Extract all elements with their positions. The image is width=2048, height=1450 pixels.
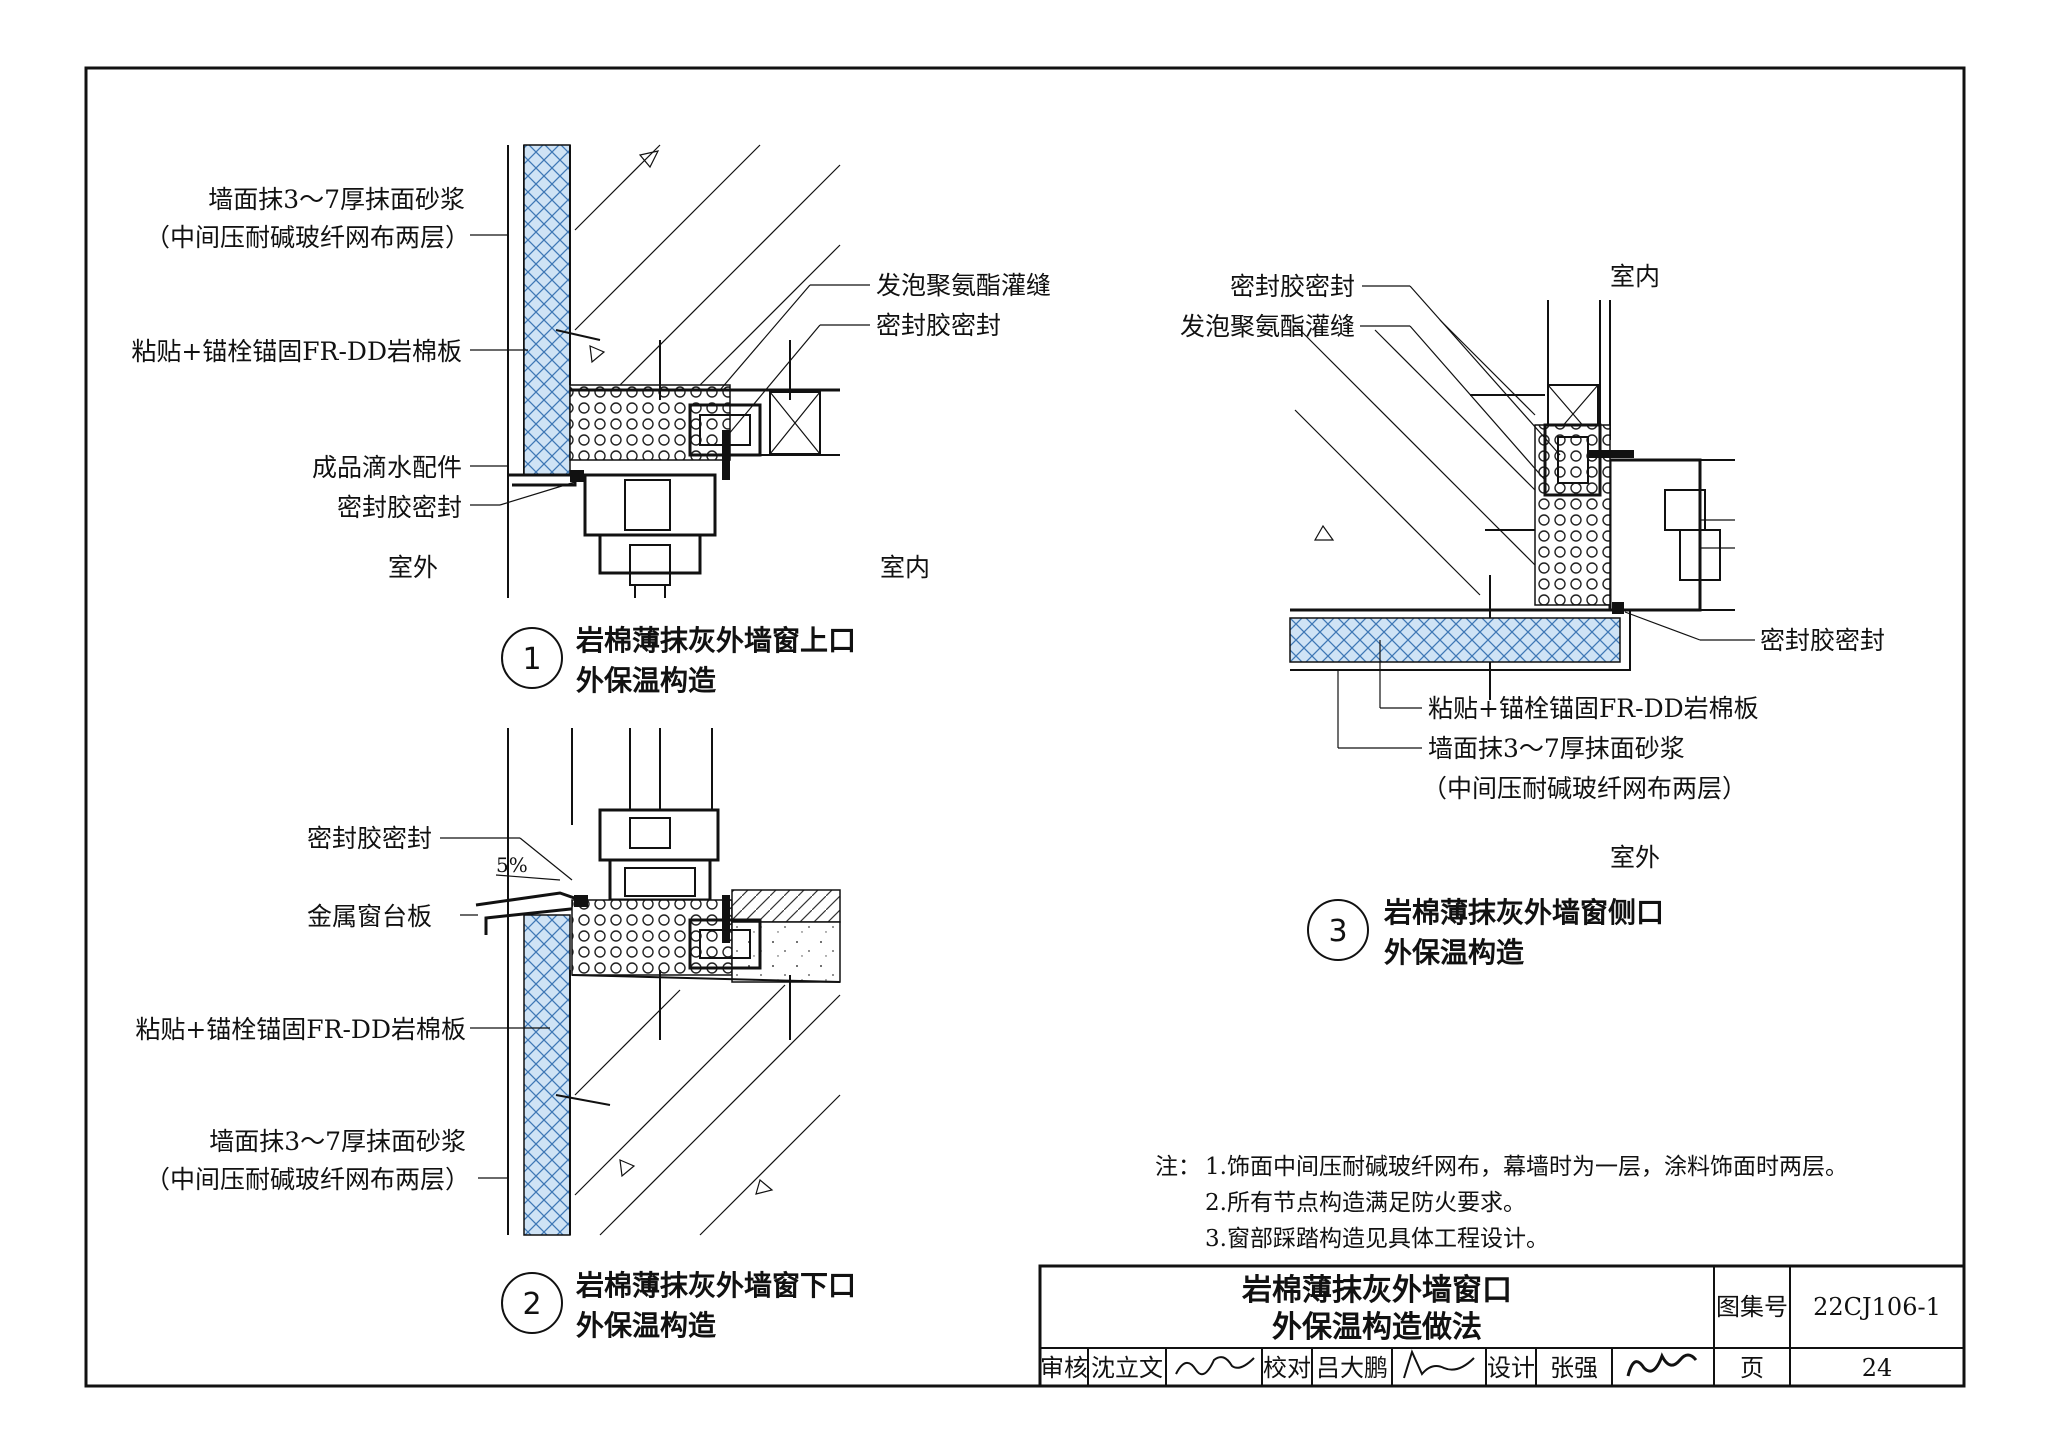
detail1-foam-label: 发泡聚氨酯灌缝	[876, 271, 1051, 300]
detail3-inside-label: 室内	[1610, 262, 1660, 291]
detail1-inside-label: 室内	[880, 553, 930, 582]
detail-3-drawing	[1289, 300, 1735, 700]
detail2-number: 2	[522, 1287, 541, 1322]
sheet-border	[84, 66, 1966, 1388]
detail2-caption-b: 外保温构造	[576, 1309, 716, 1342]
detail3-number: 3	[1328, 914, 1347, 949]
detail-1-leaders	[470, 234, 870, 506]
note-item-3: 3.窗部踩踏构造见具体工程设计。	[1205, 1226, 1549, 1252]
detail1-sealant-right-label: 密封胶密封	[876, 311, 1001, 340]
detail-1-drawing	[507, 144, 841, 598]
detail3-render-label-b: （中间压耐碱玻纤网布两层）	[1422, 774, 1747, 803]
atlas-label: 图集号	[1716, 1293, 1788, 1321]
detail3-sealant-right-label: 密封胶密封	[1760, 626, 1885, 655]
check-label: 校对	[1263, 1354, 1311, 1382]
detail1-outside-label: 室外	[388, 553, 438, 582]
detail2-render-label-a: 墙面抹3～7厚抹面砂浆	[209, 1127, 466, 1156]
detail-2-leaders	[440, 837, 573, 1179]
detail2-render-label-b: （中间压耐碱玻纤网布两层）	[145, 1165, 470, 1194]
detail1-number-circle	[501, 627, 563, 689]
review-label: 审核	[1040, 1354, 1088, 1382]
detail-3-leaders	[1337, 285, 1755, 749]
foam-fill-2	[571, 899, 733, 976]
detail1-caption-a: 岩棉薄抹灰外墙窗上口	[575, 624, 856, 657]
detail2-slope-label: 5%	[496, 853, 528, 877]
insulation-board-1	[523, 144, 571, 476]
detail3-caption-b: 外保温构造	[1384, 936, 1524, 969]
note-item-2: 2.所有节点构造满足防火要求。	[1205, 1190, 1526, 1216]
detail2-number-circle	[501, 1272, 563, 1334]
foam-fill-1	[569, 384, 731, 461]
atlas-number: 22CJ106-1	[1813, 1293, 1941, 1321]
detail1-sealant-left-label: 密封胶密封	[337, 493, 462, 522]
detail3-render-label-a: 墙面抹3～7厚抹面砂浆	[1428, 734, 1685, 763]
detail2-caption-a: 岩棉薄抹灰外墙窗下口	[575, 1269, 856, 1302]
detail2-sill-label: 金属窗台板	[307, 902, 432, 931]
detail1-caption-b: 外保温构造	[576, 664, 716, 697]
title-line-2: 外保温构造做法	[1272, 1310, 1482, 1345]
detail3-board-label: 粘贴+锚栓锚固FR-DD岩棉板	[1428, 694, 1759, 723]
detail2-sealant-label: 密封胶密封	[307, 824, 432, 853]
detail3-sealant-top-label: 密封胶密封	[1230, 272, 1355, 301]
detail3-foam-label: 发泡聚氨酯灌缝	[1180, 312, 1355, 341]
detail1-number: 1	[522, 642, 541, 677]
title-line-1: 岩棉薄抹灰外墙窗口	[1242, 1273, 1512, 1308]
reviewer-signature	[1175, 1356, 1255, 1376]
detail-2-drawing	[475, 728, 841, 1236]
insulation-board-2	[523, 914, 571, 1236]
detail1-board-label: 粘贴+锚栓锚固FR-DD岩棉板	[131, 337, 462, 366]
design-label: 设计	[1487, 1354, 1535, 1382]
note-item-1: 1.饰面中间压耐碱玻纤网布，幕墙时为一层，涂料饰面时两层。	[1205, 1154, 1848, 1180]
detail2-board-label: 粘贴+锚栓锚固FR-DD岩棉板	[135, 1015, 466, 1044]
designer-signature	[1626, 1352, 1698, 1377]
insulation-board-3	[1289, 617, 1621, 663]
notes-prefix: 注：	[1155, 1154, 1201, 1180]
page-label: 页	[1740, 1354, 1764, 1382]
title-block	[1038, 1264, 1966, 1388]
detail3-caption-a: 岩棉薄抹灰外墙窗侧口	[1383, 896, 1664, 929]
detail1-drip-label: 成品滴水配件	[312, 453, 462, 482]
designer-name: 张强	[1550, 1354, 1598, 1382]
checker-name: 吕大鹏	[1316, 1354, 1388, 1382]
detail1-render-label-a: 墙面抹3～7厚抹面砂浆	[208, 185, 465, 214]
detail1-render-label-b: （中间压耐碱玻纤网布两层）	[145, 223, 470, 252]
reviewer-name: 沈立文	[1091, 1354, 1163, 1382]
page-number: 24	[1862, 1354, 1893, 1382]
checker-signature	[1403, 1349, 1475, 1379]
detail3-number-circle	[1307, 899, 1369, 961]
detail3-outside-label: 室外	[1610, 843, 1660, 872]
